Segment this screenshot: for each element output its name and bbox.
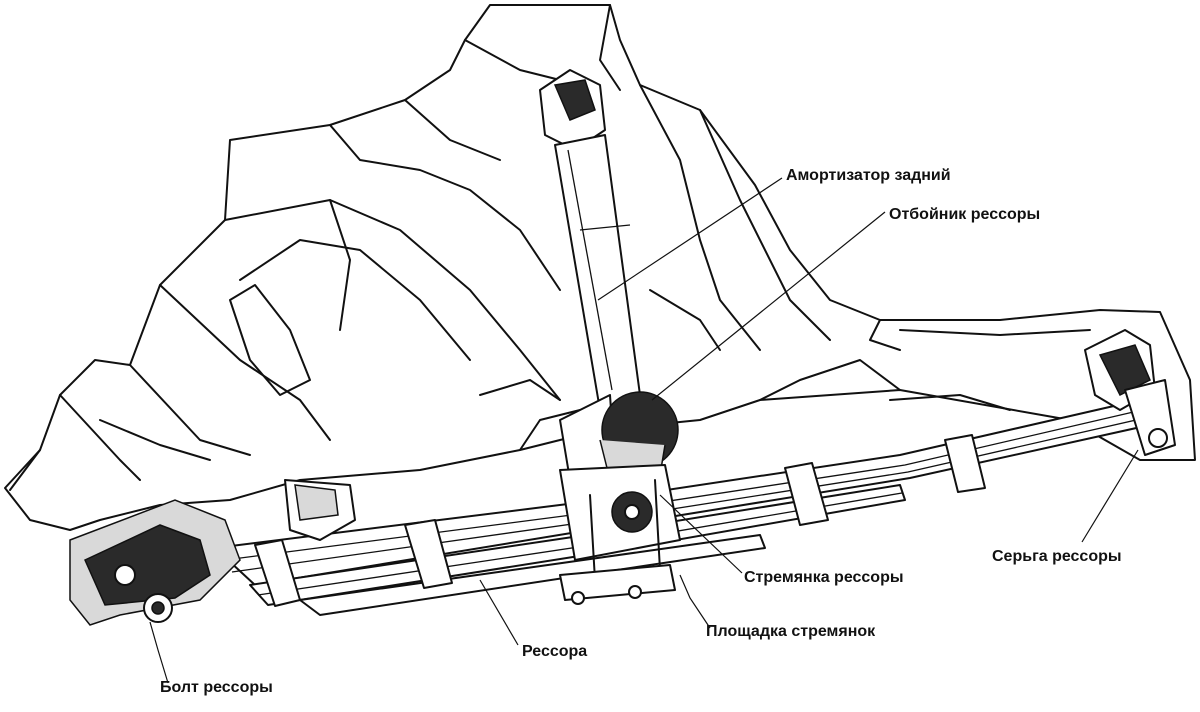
leader-u-bolt-plate [679,574,711,629]
leader-spring-shackle [1081,449,1139,543]
mounting-bracket [284,479,356,541]
leader-leaf-spring [479,579,519,646]
leader-u-bolt [659,494,743,574]
label-u-bolt-plate: Площадка стремянок [706,623,876,640]
leader-spring-bolt [149,621,169,684]
spring-shackle [1084,329,1176,456]
u-bolt-assembly [559,464,681,605]
leader-shock-absorber [597,177,783,301]
label-spring-shackle: Серьга рессоры [992,548,1122,565]
label-bump-stop: Отбойник рессоры [889,206,1040,223]
leader-bump-stop [651,211,886,401]
shock-absorber [539,69,641,481]
label-u-bolt: Стремянка рессоры [744,569,904,586]
front-spring-bracket [69,499,241,626]
label-leaf-spring: Рессора [522,643,587,660]
label-spring-bolt: Болт рессоры [160,679,273,696]
label-shock-absorber: Амортизатор задний [786,167,951,184]
